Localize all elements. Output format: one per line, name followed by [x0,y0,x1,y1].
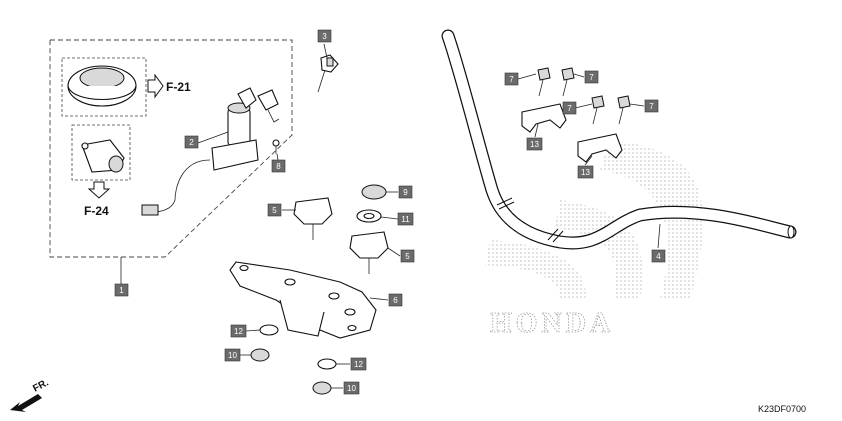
svg-text:11: 11 [401,215,410,224]
svg-text:7: 7 [649,102,654,111]
callout-5a: 5 [267,203,282,217]
washer-12a [259,324,279,336]
svg-text:7: 7 [589,73,594,82]
svg-text:7: 7 [567,104,572,113]
svg-text:4: 4 [656,252,661,261]
svg-text:12: 12 [354,360,363,369]
ignition-switch [141,102,259,216]
callout-1: 1 [114,283,129,297]
arrow-ref-seat-lock [87,181,111,199]
svg-text:10: 10 [228,351,237,360]
svg-text:13: 13 [581,168,590,177]
top-bridge [229,261,377,339]
bolt-7d [617,95,631,125]
svg-text:5: 5 [405,252,410,261]
callout-9: 9 [398,185,413,199]
group-outline [49,39,293,258]
callout-2: 2 [184,135,199,149]
callout-7d: 7 [644,99,659,113]
handlebar-holder-upper-1 [521,103,567,133]
svg-text:5: 5 [272,206,277,215]
callout-7a: 7 [504,72,519,86]
callout-4: 4 [651,249,666,263]
svg-text:13: 13 [530,140,539,149]
ref-label-seat-lock: F-24 [84,204,109,218]
svg-text:2: 2 [189,138,194,147]
front-direction-marker: FR. [10,377,51,412]
callout-10b: 10 [343,381,360,395]
callout-7b: 7 [584,70,599,84]
svg-text:6: 6 [393,296,398,305]
svg-text:8: 8 [276,162,281,171]
seat-lock [81,139,125,173]
ignition-keys [237,87,280,123]
svg-text:1: 1 [119,286,124,295]
leader-lines [120,43,661,389]
fuel-cap-box [61,57,147,117]
callout-7c: 7 [562,101,577,115]
seat-lock-box [71,124,131,181]
callout-3: 3 [317,29,332,43]
callout-11: 11 [397,212,414,226]
callout-13a: 13 [526,137,543,151]
callout-8: 8 [271,159,286,173]
washer-11 [356,209,382,223]
callout-10a: 10 [224,348,241,362]
front-label: FR. [31,377,51,394]
bolt-7b [561,67,575,97]
callout-12b: 12 [350,357,367,371]
diagram-code: K23DF0700 [758,404,806,414]
lower-holder-b [349,231,389,274]
svg-text:7: 7 [509,75,514,84]
lower-holder-a [293,197,333,240]
ref-label-fuel-cap: F-21 [166,80,191,94]
svg-text:9: 9 [403,188,408,197]
arrow-ref-fuel-cap [147,73,164,99]
callout-12a: 12 [230,324,247,338]
nut-9 [361,184,387,200]
bolt-7c [591,95,605,125]
washer-12b [317,358,337,370]
svg-text:12: 12 [234,327,243,336]
callout-6: 6 [388,293,403,307]
callout-13b: 13 [577,165,594,179]
fuel-cap [67,65,137,107]
handlebar [441,29,797,250]
svg-text:3: 3 [322,32,327,41]
nut-10a [250,348,270,362]
nut-10b [312,381,332,395]
callout-5b: 5 [400,249,415,263]
watermark-text: HONDA [490,308,614,339]
svg-text:10: 10 [347,384,356,393]
key [317,54,339,93]
handlebar-holder-upper-2 [577,133,623,163]
bolt-7a [537,67,551,97]
screw-8 [272,139,280,154]
